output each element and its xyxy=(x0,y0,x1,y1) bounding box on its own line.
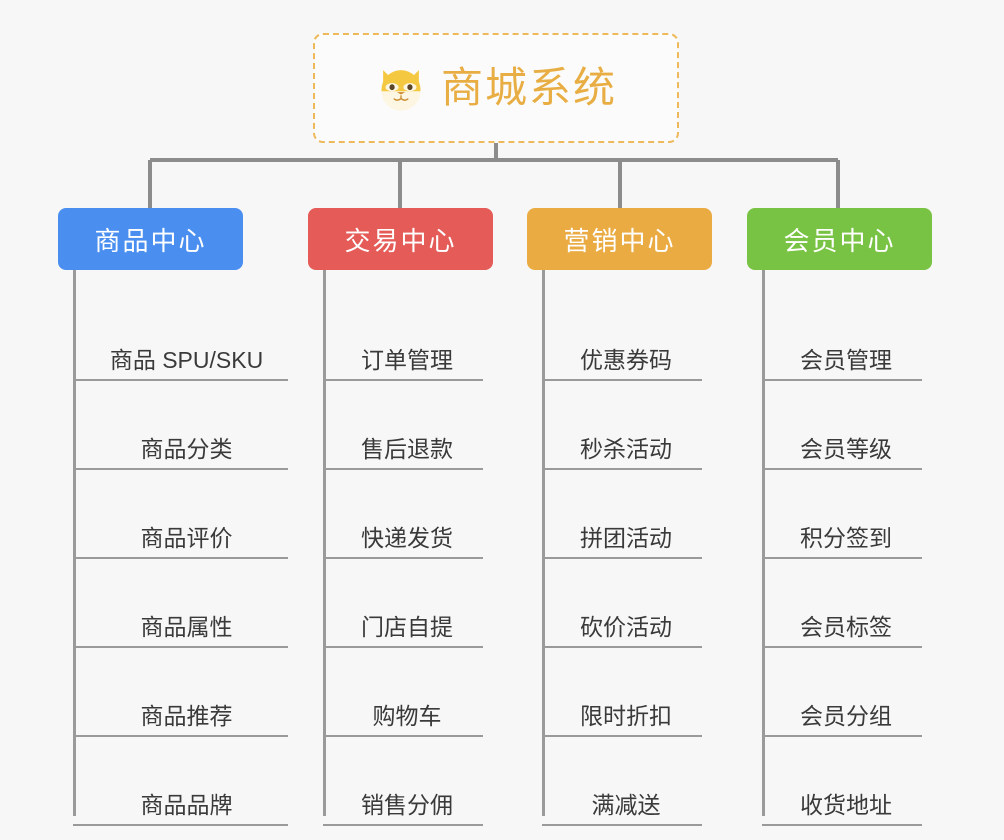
category-header-member-center[interactable]: 会员中心 xyxy=(747,208,932,270)
branch-product-center: 商品中心 商品 SPU/SKU 商品分类 商品评价 商品属性 商品推荐 商品品牌 xyxy=(58,208,288,826)
leaf-item[interactable]: 快递发货 xyxy=(323,470,483,559)
leaf-item[interactable]: 满减送 xyxy=(542,737,702,826)
leaf-item[interactable]: 销售分佣 xyxy=(323,737,483,826)
leaf-label: 门店自提 xyxy=(361,613,453,640)
leaf-label: 快递发货 xyxy=(361,524,453,551)
leaf-label: 满减送 xyxy=(591,791,661,818)
leaf-list-trade-center: 订单管理 售后退款 快递发货 门店自提 购物车 销售分佣 xyxy=(323,270,483,826)
leaf-item[interactable]: 积分签到 xyxy=(762,470,922,559)
leaf-label: 商品评价 xyxy=(140,524,233,551)
leaf-label: 收货地址 xyxy=(800,791,892,818)
leaf-label: 销售分佣 xyxy=(361,791,453,818)
leaf-item[interactable]: 收货地址 xyxy=(762,737,922,826)
shiba-dog-face-icon xyxy=(381,70,421,111)
leaf-item[interactable]: 商品分类 xyxy=(73,381,288,470)
leaf-label: 商品分类 xyxy=(140,435,233,462)
leaf-item[interactable]: 商品评价 xyxy=(73,470,288,559)
category-label: 交易中心 xyxy=(344,225,457,256)
leaf-label: 购物车 xyxy=(372,702,442,729)
leaf-label: 商品推荐 xyxy=(140,702,233,729)
leaf-item[interactable]: 门店自提 xyxy=(323,559,483,648)
leaf-label: 商品属性 xyxy=(140,613,233,640)
leaf-label: 拼团活动 xyxy=(580,524,672,551)
category-header-marketing-center[interactable]: 营销中心 xyxy=(527,208,712,270)
branch-spine xyxy=(762,270,765,816)
leaf-list-member-center: 会员管理 会员等级 积分签到 会员标签 会员分组 收货地址 xyxy=(762,270,922,826)
branch-trade-center: 交易中心 订单管理 售后退款 快递发货 门店自提 购物车 销售分佣 xyxy=(308,208,493,826)
leaf-item[interactable]: 会员等级 xyxy=(762,381,922,470)
leaf-item[interactable]: 商品品牌 xyxy=(73,737,288,826)
leaf-item[interactable]: 商品属性 xyxy=(73,559,288,648)
branch-member-center: 会员中心 会员管理 会员等级 积分签到 会员标签 会员分组 收货地址 xyxy=(747,208,932,826)
leaf-label: 会员等级 xyxy=(800,435,892,462)
leaf-label: 商品品牌 xyxy=(140,791,233,818)
leaf-item[interactable]: 商品推荐 xyxy=(73,648,288,737)
branch-marketing-center: 营销中心 优惠券码 秒杀活动 拼团活动 砍价活动 限时折扣 满减送 xyxy=(527,208,712,826)
leaf-item[interactable]: 会员分组 xyxy=(762,648,922,737)
branch-spine xyxy=(323,270,326,816)
leaf-label: 售后退款 xyxy=(361,435,453,462)
root-title: 商城系统 xyxy=(440,64,617,111)
leaf-item[interactable]: 限时折扣 xyxy=(542,648,702,737)
root-node[interactable]: 商城系统 xyxy=(313,33,679,143)
leaf-label: 优惠券码 xyxy=(580,346,672,373)
leaf-label: 秒杀活动 xyxy=(580,435,672,462)
leaf-item[interactable]: 订单管理 xyxy=(323,292,483,381)
leaf-item[interactable]: 拼团活动 xyxy=(542,470,702,559)
leaf-item[interactable]: 会员管理 xyxy=(762,292,922,381)
leaf-list-product-center: 商品 SPU/SKU 商品分类 商品评价 商品属性 商品推荐 商品品牌 xyxy=(73,270,288,826)
leaf-label: 商品 SPU/SKU xyxy=(109,346,264,373)
category-header-trade-center[interactable]: 交易中心 xyxy=(308,208,493,270)
leaf-item[interactable]: 售后退款 xyxy=(323,381,483,470)
leaf-item[interactable]: 商品 SPU/SKU xyxy=(73,292,288,381)
leaf-list-marketing-center: 优惠券码 秒杀活动 拼团活动 砍价活动 限时折扣 满减送 xyxy=(542,270,702,826)
leaf-label: 限时折扣 xyxy=(580,702,672,729)
branch-spine xyxy=(73,270,76,816)
leaf-item[interactable]: 购物车 xyxy=(323,648,483,737)
branch-spine xyxy=(542,270,545,816)
category-label: 营销中心 xyxy=(563,225,676,256)
leaf-label: 会员管理 xyxy=(800,346,892,373)
leaf-label: 积分签到 xyxy=(800,524,892,551)
leaf-label: 订单管理 xyxy=(361,346,453,373)
category-label: 会员中心 xyxy=(783,225,896,256)
leaf-item[interactable]: 优惠券码 xyxy=(542,292,702,381)
leaf-label: 砍价活动 xyxy=(580,613,672,640)
category-label: 商品中心 xyxy=(94,225,207,256)
leaf-item[interactable]: 秒杀活动 xyxy=(542,381,702,470)
leaf-label: 会员标签 xyxy=(800,613,892,640)
category-header-product-center[interactable]: 商品中心 xyxy=(58,208,243,270)
leaf-item[interactable]: 砍价活动 xyxy=(542,559,702,648)
leaf-label: 会员分组 xyxy=(800,702,892,729)
leaf-item[interactable]: 会员标签 xyxy=(762,559,922,648)
